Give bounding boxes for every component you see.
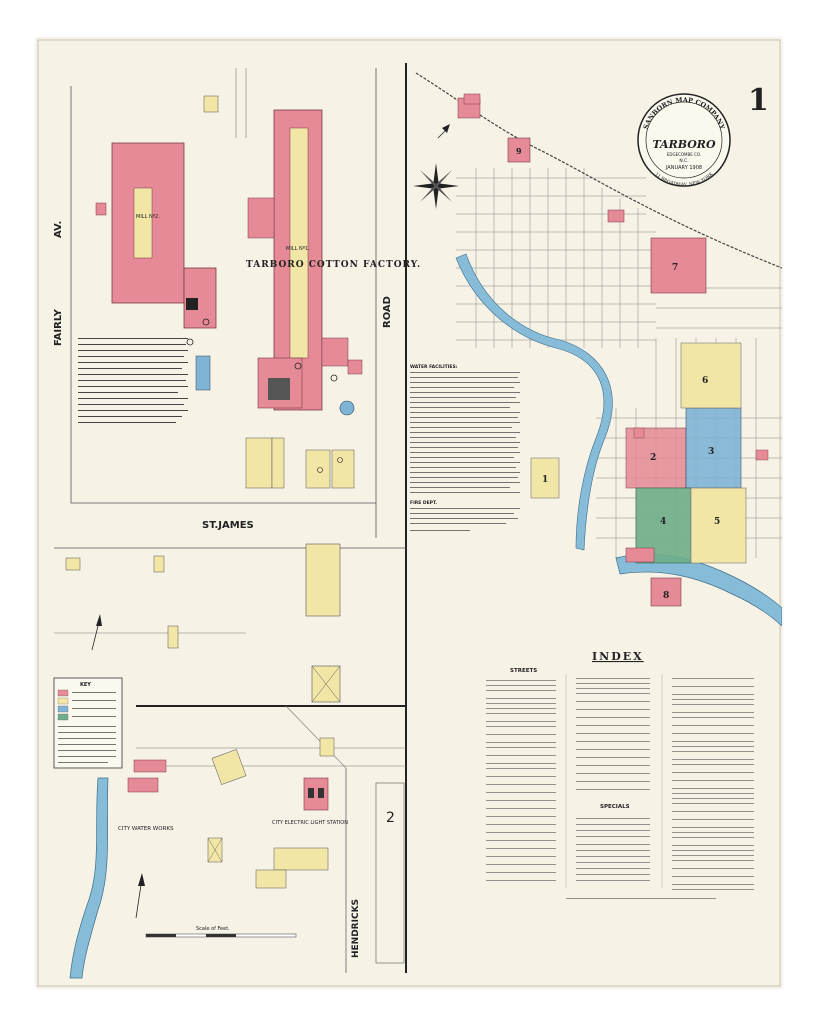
water-tank (339, 400, 355, 416)
mill-1-label: MILL Nº1. (286, 246, 310, 252)
district-1 (530, 457, 560, 499)
index-specials-heading: SPECIALS (600, 804, 630, 810)
scale-label: Scale of Feet. (196, 926, 230, 932)
district-3-number: 3 (708, 447, 714, 457)
section-2-label: 2 (386, 810, 395, 826)
district-3 (685, 407, 742, 489)
district-6 (680, 342, 742, 409)
water-facilities-notes: WATER FACILITIES: FIRE DEPT. (410, 364, 520, 531)
tar-river-left (69, 777, 109, 979)
legend-key: KEY (53, 677, 123, 769)
district-7-number: 7 (672, 263, 678, 273)
road-label: ROAD (382, 296, 393, 328)
compass-rose (413, 163, 459, 209)
light-station-label: CITY ELECTRIC LIGHT STATION (272, 820, 348, 826)
district-5-number: 5 (714, 517, 720, 527)
sanborn-seal: SANBORN MAP COMPANY 11 BROADWAY, NEW YOR… (637, 93, 731, 188)
factory-label: TARBORO COTTON FACTORY. (246, 260, 421, 270)
water-facilities-heading: WATER FACILITIES: (410, 364, 458, 370)
fairly-label: FAIRLY (53, 308, 64, 346)
seal-county: EDGECOMBE CO. (667, 152, 701, 157)
sanborn-map-sheet: TARBORO COTTON FACTORY. MILL Nº2. MILL N… (36, 38, 782, 988)
water-works-label: CITY WATER WORKS (118, 826, 174, 832)
district-9 (507, 137, 531, 163)
tar-river-right (615, 553, 782, 627)
district-6-number: 6 (702, 376, 708, 386)
light-station-building (303, 777, 329, 811)
district-7 (650, 237, 707, 294)
district-5 (690, 487, 747, 564)
fire-dept-heading: FIRE DEPT. (410, 500, 437, 506)
district-2-number: 2 (650, 453, 656, 463)
mill-2-label: MILL Nº2. (136, 214, 160, 220)
district-8-number: 8 (663, 591, 669, 601)
index-title: INDEX (592, 650, 644, 663)
district-4-number: 4 (660, 517, 666, 527)
index-panel: INDEX STREETS SPECIALS (486, 650, 754, 899)
seal-state: N.C. (679, 158, 688, 164)
hendricks-label: HENDRICKS (351, 899, 361, 958)
st-james-label: ST.JAMES (202, 520, 254, 531)
district-8 (650, 577, 682, 607)
map-canvas: TARBORO COTTON FACTORY. MILL Nº2. MILL N… (37, 39, 782, 987)
sheet-border (37, 39, 781, 987)
sheet-number: 1 (748, 83, 769, 118)
district-9-number: 9 (516, 146, 522, 156)
index-streets-heading: STREETS (510, 668, 537, 674)
key-title: KEY (80, 682, 91, 688)
seal-date: JANUARY 1908 (665, 165, 702, 171)
av-label: AV. (53, 221, 64, 238)
factory-block: TARBORO COTTON FACTORY. MILL Nº2. MILL N… (70, 68, 421, 538)
district-1-number: 1 (542, 475, 548, 485)
seal-city: TARBORO (652, 138, 715, 151)
railroad-line (415, 72, 782, 269)
st-james-lots (54, 543, 406, 703)
water-works-area: 2 HENDRICKS CITY WATER WORKS CITY ELECTR… (69, 705, 406, 979)
town-creek (455, 253, 613, 551)
town-overview: 1 2 3 4 5 6 7 8 9 (413, 72, 782, 627)
